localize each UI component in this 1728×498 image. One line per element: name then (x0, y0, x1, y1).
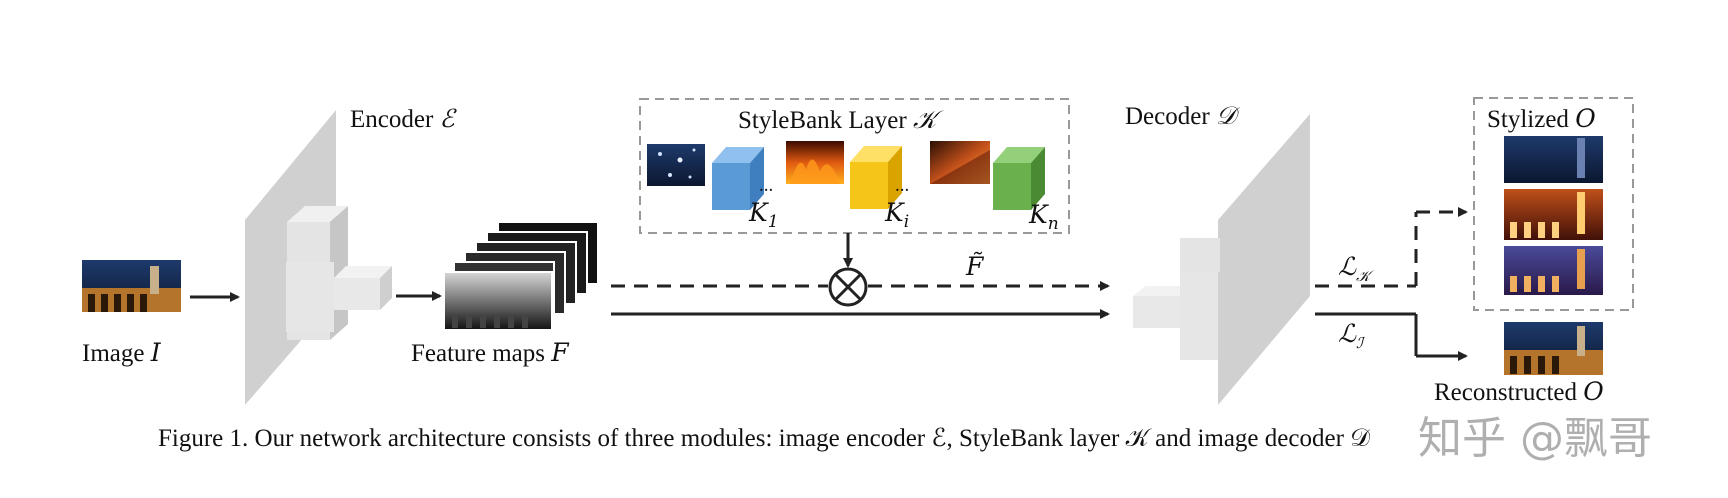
figure-caption: Figure 1. Our network architecture consi… (158, 425, 1371, 452)
kernel-kn (993, 147, 1045, 210)
loss-i-letter: ℒ (1338, 319, 1357, 348)
stylebank-text: StyleBank Layer (738, 107, 907, 134)
feature-maps-symbol: F (551, 338, 569, 367)
kernel-k1-sub: 1 (767, 212, 779, 232)
kernel-kn-label: Kn (1029, 202, 1059, 233)
image-label: Image I (82, 340, 161, 366)
stylized-box (1473, 97, 1634, 311)
stylebank-label: StyleBank Layer 𝒦 (738, 107, 936, 133)
decoder-symbol: 𝒟 (1215, 101, 1236, 130)
f-tilde-label: F̃ (966, 252, 984, 281)
loss-k-sub: 𝒦 (1356, 267, 1370, 285)
loss-k-label: ℒ𝒦 (1338, 254, 1370, 284)
input-image (82, 260, 181, 312)
kernel-k1-label: K1 (749, 200, 779, 231)
kernel-k1-dots: ... (759, 175, 774, 196)
stylized-text: Stylized (1487, 106, 1569, 133)
reconstructed-symbol: O (1583, 377, 1604, 406)
reconstructed-output (1504, 322, 1603, 375)
reconstructed-text: Reconstructed (1434, 379, 1578, 406)
decoder-block (1133, 114, 1310, 405)
stylized-label: Stylized O (1487, 106, 1596, 132)
stylebank-symbol: 𝒦 (912, 105, 937, 134)
kernel-ki-dots: ... (895, 175, 910, 196)
loss-k-letter: ℒ (1338, 252, 1357, 281)
stylebank-box (639, 98, 1070, 234)
style-image-2 (786, 141, 844, 184)
image-symbol: I (150, 338, 161, 367)
feature-maps-text: Feature maps (411, 340, 545, 367)
kernel-kn-sub: n (1047, 214, 1059, 234)
encoder-label: Encoder ℰ (350, 106, 455, 132)
feature-maps-label: Feature maps F (411, 340, 569, 366)
image-label-text: Image (82, 340, 145, 367)
encoder-text: Encoder (350, 106, 434, 133)
kernel-kn-letter: K (1029, 200, 1048, 229)
stylized-output-1 (1504, 136, 1603, 183)
feature-maps-stack (443, 221, 599, 331)
style-image-1 (647, 144, 705, 186)
kernel-ki (850, 146, 902, 209)
kernel-ki-letter: K (885, 198, 904, 227)
encoder-block (245, 110, 392, 405)
stylized-output-3 (1504, 246, 1603, 295)
stylized-symbol: O (1575, 104, 1596, 133)
style-image-3 (930, 141, 990, 184)
convolution-operator-icon (828, 267, 868, 307)
loss-i-sub: ℐ (1356, 334, 1364, 352)
stylized-output-2 (1504, 189, 1603, 240)
decoder-label: Decoder 𝒟 (1125, 103, 1236, 129)
kernel-ki-label: Ki (885, 200, 909, 231)
decoder-text: Decoder (1125, 103, 1210, 130)
kernel-k1-letter: K (749, 198, 768, 227)
kernel-k1 (712, 147, 764, 210)
encoder-symbol: ℰ (439, 104, 455, 133)
loss-i-label: ℒℐ (1338, 321, 1363, 351)
reconstructed-label: Reconstructed O (1434, 379, 1604, 405)
kernel-ki-sub: i (903, 212, 910, 232)
watermark: 知乎 @飘哥 (1418, 413, 1652, 464)
